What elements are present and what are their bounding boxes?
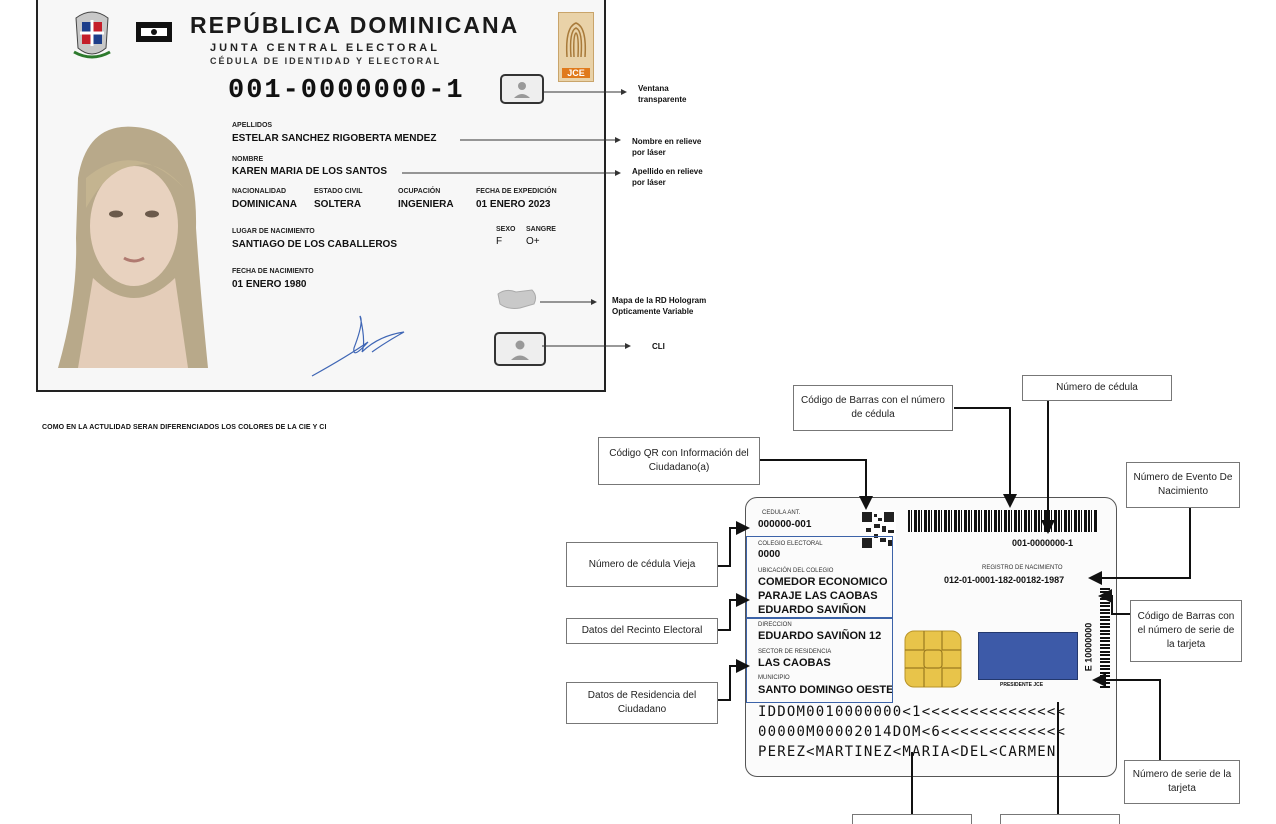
old-id-number: 000000-001 xyxy=(758,519,812,530)
apellidos-value: ESTELAR SANCHEZ RIGOBERTA MENDEZ xyxy=(232,133,437,144)
cli-window xyxy=(494,332,546,366)
mrz-line-2: 00000M00002014DOM<6<<<<<<<<<<<<< xyxy=(758,724,1067,740)
id-card-back: CEDULA ANT. 000000-001 001-0000000-1 REG… xyxy=(745,497,1117,777)
doc-title: CÉDULA DE IDENTIDAD Y ELECTORAL xyxy=(210,56,442,66)
barcode-number: 001-0000000-1 xyxy=(1012,538,1074,548)
callout-residence: Datos de Residencia del Ciudadano xyxy=(566,682,718,724)
callout-barcode-serial: Código de Barras con el número de serie … xyxy=(1130,600,1242,662)
caption-text: COMO EN LA ACTULIDAD SERAN DIFERENCIADOS… xyxy=(42,424,327,431)
map-hologram-icon xyxy=(497,289,537,309)
callout-birth-event: Número de Evento De Nacimiento xyxy=(1126,462,1240,508)
id-number: 001-0000000-1 xyxy=(228,76,465,106)
nombre-value: KAREN MARIA DE LOS SANTOS xyxy=(232,166,388,177)
person-icon xyxy=(511,340,529,360)
mrz-line-3: PEREZ<MARTINEZ<MARIA<DEL<CARMEN xyxy=(758,744,1057,760)
country-title: REPÚBLICA DOMINICANA xyxy=(190,12,520,38)
jce-logo: JCE xyxy=(558,12,594,82)
contactless-chip-icon xyxy=(136,22,172,42)
callout-serial: Número de serie de la tarjeta xyxy=(1124,760,1240,804)
qr-code xyxy=(860,510,896,550)
fingerprint-icon xyxy=(565,22,587,58)
callout-id-number: Número de cédula xyxy=(1022,375,1172,401)
highlight-electoral xyxy=(746,536,893,619)
callout-cut-2 xyxy=(1000,814,1120,824)
transparent-window xyxy=(500,74,544,104)
smart-chip-icon xyxy=(904,630,962,688)
callout-qr: Código QR con Información del Ciudadano(… xyxy=(598,437,760,485)
org-title: JUNTA CENTRAL ELECTORAL xyxy=(210,42,440,54)
coat-of-arms-icon xyxy=(73,11,111,59)
callout-old-id: Número de cédula Vieja xyxy=(566,542,718,587)
id-card-front: REPÚBLICA DOMINICANA JUNTA CENTRAL ELECT… xyxy=(36,0,606,392)
signature-panel xyxy=(978,632,1078,680)
mrz-line-1: IDDOM0010000000<1<<<<<<<<<<<<<<< xyxy=(758,704,1067,720)
note-cli: CLI xyxy=(652,342,665,351)
callout-electoral: Datos del Recinto Electoral xyxy=(566,618,718,644)
barcode-serial xyxy=(1100,588,1110,688)
callout-barcode-id: Código de Barras con el número de cédula xyxy=(793,385,953,431)
birth-registry-number: 012-01-0001-182-00182-1987 xyxy=(944,575,1065,585)
callout-cut-1 xyxy=(852,814,972,824)
person-icon xyxy=(514,82,530,98)
portrait-photo xyxy=(38,118,216,368)
signature xyxy=(311,315,405,377)
